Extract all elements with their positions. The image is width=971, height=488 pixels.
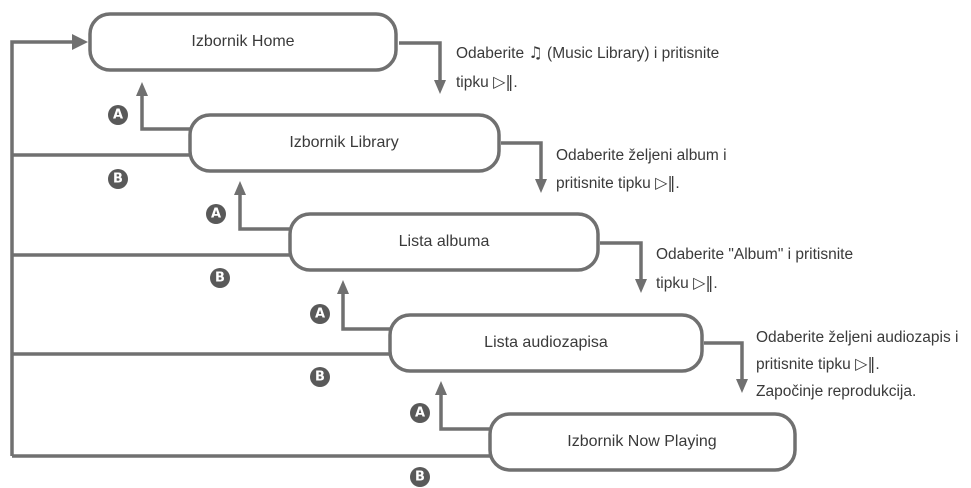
- box-home-label: Izbornik Home: [191, 33, 294, 50]
- instruction-4-line-3: Započinje reprodukcija.: [756, 383, 916, 400]
- box-home: Izbornik Home: [88, 12, 398, 72]
- badge-b: B: [410, 467, 430, 487]
- box-now-playing-label: Izbornik Now Playing: [567, 433, 716, 450]
- badge-b-label: B: [215, 271, 225, 286]
- box-now-playing: Izbornik Now Playing: [488, 412, 797, 472]
- forward-arrow-1: [399, 41, 442, 82]
- badge-a: A: [108, 105, 128, 125]
- instruction-step-2: Odaberite željeni album i pritisnite tip…: [556, 147, 727, 192]
- instruction-3-line-1: Odaberite "Album" i pritisnite: [656, 246, 853, 263]
- badge-b: B: [310, 367, 330, 387]
- forward-arrowhead-2: [535, 179, 547, 193]
- play-pause-icon: ▷‖: [493, 72, 513, 91]
- a-arrowhead-library: [136, 82, 148, 96]
- forward-arrow-2: [501, 141, 543, 181]
- music-note-icon: ♫: [528, 43, 542, 62]
- a-arrowhead-tracks: [337, 280, 349, 294]
- return-rail: [10, 40, 74, 456]
- instruction-2-line-2: pritisnite tipku ▷‖.: [556, 173, 680, 192]
- play-pause-icon: ▷‖: [693, 273, 713, 292]
- badge-a-label: A: [315, 307, 325, 322]
- badge-a-label: A: [211, 207, 221, 222]
- box-albums: Lista albuma: [288, 212, 600, 272]
- a-arrowhead-now-playing: [435, 381, 447, 395]
- box-albums-label: Lista albuma: [399, 233, 490, 250]
- box-tracks-label: Lista audiozapisa: [484, 334, 608, 351]
- play-pause-icon: ▷‖: [855, 354, 875, 373]
- badge-b-label: B: [415, 470, 425, 485]
- badge-a-label: A: [113, 108, 123, 123]
- instruction-2-line-1: Odaberite željeni album i: [556, 147, 727, 164]
- forward-arrowhead-3: [635, 279, 647, 293]
- badge-b: B: [108, 169, 128, 189]
- badge-b-label: B: [113, 172, 123, 187]
- forward-arrow-3: [600, 241, 643, 281]
- badge-b: B: [210, 268, 230, 288]
- badge-a-label: A: [415, 406, 425, 421]
- return-rail-arrowhead: [72, 34, 88, 50]
- badge-a: A: [206, 204, 226, 224]
- forward-arrowhead-4: [736, 379, 748, 393]
- forward-arrowhead-1: [434, 80, 446, 94]
- a-arrowhead-albums: [234, 181, 246, 195]
- badge-a: A: [310, 304, 330, 324]
- instruction-step-3: Odaberite "Album" i pritisnite tipku ▷‖.: [656, 246, 853, 292]
- a-arrow-albums: [238, 193, 290, 231]
- a-arrow-tracks: [341, 292, 390, 331]
- instruction-4-line-2: pritisnite tipku ▷‖.: [756, 354, 880, 373]
- box-tracks: Lista audiozapisa: [388, 313, 704, 373]
- instruction-1-line-1: Odaberite ♫ (Music Library) i pritisnite: [456, 43, 719, 62]
- badge-b-label: B: [315, 370, 325, 385]
- a-arrow-library: [140, 94, 190, 131]
- instruction-1-line-2: tipku ▷‖.: [456, 72, 518, 91]
- instruction-step-4: Odaberite željeni audiozapis i pritisnit…: [756, 329, 958, 400]
- instruction-3-line-2: tipku ▷‖.: [656, 273, 718, 292]
- forward-arrow-4: [704, 341, 744, 381]
- badge-a: A: [410, 403, 430, 423]
- box-library-label: Izbornik Library: [289, 134, 398, 151]
- instruction-step-1: Odaberite ♫ (Music Library) i pritisnite…: [456, 43, 719, 91]
- play-pause-icon: ▷‖: [655, 173, 675, 192]
- a-arrow-now-playing: [439, 393, 490, 431]
- box-library: Izbornik Library: [188, 113, 501, 173]
- instruction-4-line-1: Odaberite željeni audiozapis i: [756, 329, 958, 346]
